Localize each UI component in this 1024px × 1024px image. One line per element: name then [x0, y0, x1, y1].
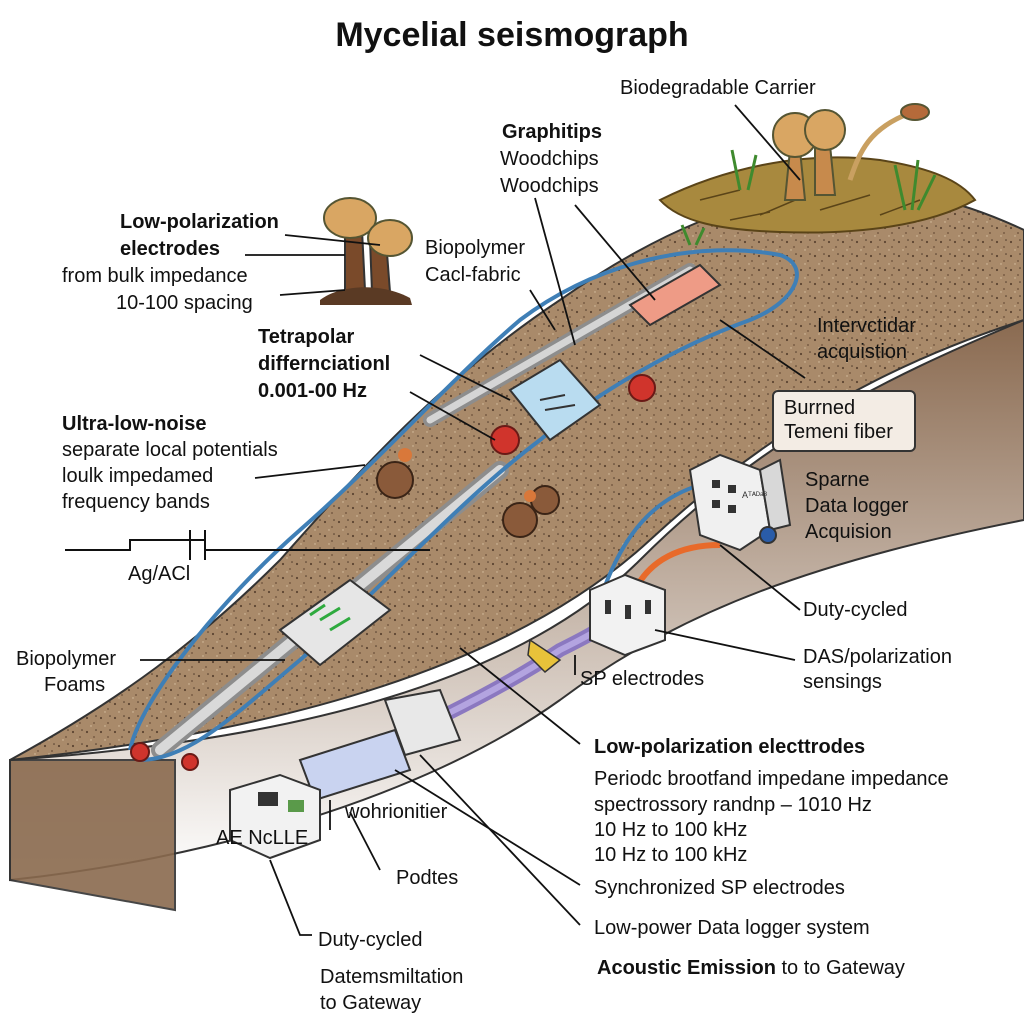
label-burned-1: Burrned: [784, 397, 856, 419]
mycelium-nodules: [376, 461, 560, 538]
logger-tag: Aᵀᴬᴰᵃᴮ: [742, 490, 767, 500]
label-das-2: sensings: [803, 671, 882, 693]
label-biodegradable-carrier: Biodegradable Carrier: [620, 77, 816, 99]
label-woodchips-1: Woodchips: [500, 148, 599, 170]
label-biopolymer-fabric-1: Biopolymer: [425, 237, 526, 259]
label-acquision: Acquision: [805, 521, 892, 543]
mushroom-cluster-right: [772, 103, 930, 201]
sensor-canister: [298, 688, 462, 802]
label-datemsmiltation-1: Datemsmiltation: [320, 966, 464, 988]
label-lowpower: Low-power Data logger system: [594, 917, 870, 939]
label-ultra-title: Ultra-low-noise: [62, 413, 207, 435]
label-woodchips-2: Woodchips: [500, 175, 599, 197]
yellow-marker: [527, 638, 562, 674]
label-burned-2: Temeni fiber: [784, 421, 893, 443]
label-biopolymer-foams-2: Foams: [44, 674, 106, 696]
label-sparne: Sparne: [805, 469, 870, 491]
label-tetrapolar-3: 0.001-00 Hz: [258, 380, 367, 402]
label-acoustic-bold: Acoustic Emission: [597, 957, 776, 979]
label-duty-cycled-right: Duty-cycled: [803, 599, 908, 621]
label-synchronized: Synchronized SP electrodes: [594, 877, 845, 899]
label-ultra-4: frequency bands: [62, 491, 210, 513]
label-tetrapolar-1: Tetrapolar: [258, 326, 355, 348]
label-lowpol-title-2: electrodes: [120, 238, 221, 260]
label-box-burned-fiber: Burrned Temeni fiber: [772, 390, 916, 452]
label-datemsmiltation-2: to Gateway: [320, 992, 422, 1014]
data-logger-device: [688, 453, 792, 552]
label-periodic-3: 10 Hz to 100 kHz: [594, 819, 748, 841]
logger-cable: [598, 483, 701, 601]
label-intervcticlar-1: Intervctidar: [817, 315, 916, 337]
biopolymer-foam-panel: [278, 578, 392, 667]
label-podtes: Podtes: [396, 867, 459, 889]
label-agacl: Ag/ACl: [128, 563, 191, 585]
label-lowpol-title-1: Low-polarization: [120, 211, 279, 233]
label-intervcticlar-2: acquistion: [817, 341, 908, 363]
junction-box: [589, 573, 666, 657]
agacl-symbol: [65, 530, 430, 560]
label-das-1: DAS/polarization: [803, 646, 952, 668]
label-periodic-1: Periodc brootfand impedane impedance: [594, 768, 949, 790]
label-tetrapolar-2: differnciationl: [258, 353, 391, 375]
soil-cross-section: [9, 318, 1024, 882]
label-spacing: 10-100 spacing: [116, 292, 253, 314]
cacl-fabric-panel: [628, 263, 722, 327]
label-acoustic-emission: Acoustic Emission to to Gateway: [597, 956, 905, 980]
tetrapolar-panel: [508, 358, 602, 442]
mushroom-cluster-left: [320, 197, 413, 305]
page-title: Mycelial seismograph: [335, 16, 689, 54]
label-acoustic-rest: to to Gateway: [775, 957, 905, 979]
label-wohrionitier: wohrionitier: [345, 801, 448, 823]
label-ultra-3: loulk impedamed: [62, 465, 214, 487]
label-data-logger: Data logger: [805, 495, 909, 517]
label-duty-cycled-left: Duty-cycled: [318, 929, 423, 951]
gateway-box: [229, 773, 321, 860]
grass-tufts: [680, 149, 937, 246]
label-periodic-2: spectrossory randnp – 1010 Hz: [594, 794, 872, 816]
label-ae-nclle: AE NcLLE: [216, 827, 309, 849]
label-lowpol-bottom: Low-polarization electtrodes: [594, 736, 866, 758]
label-cacl-fabric: Cacl-fabric: [425, 264, 521, 286]
soil-cut-face: [9, 759, 176, 912]
label-periodic-4: 10 Hz to 100 kHz: [594, 844, 748, 866]
leader-lines: [140, 104, 806, 936]
label-sp-electrodes: SP electrodes: [580, 668, 705, 690]
label-biopolymer-foams-1: Biopolymer: [16, 648, 117, 670]
label-ultra-2: separate local potentials: [62, 439, 278, 461]
label-bulk-impedance: from bulk impedance: [62, 265, 248, 287]
red-electrodes: [130, 374, 656, 771]
label-graphitips: Graphitips: [502, 121, 603, 143]
